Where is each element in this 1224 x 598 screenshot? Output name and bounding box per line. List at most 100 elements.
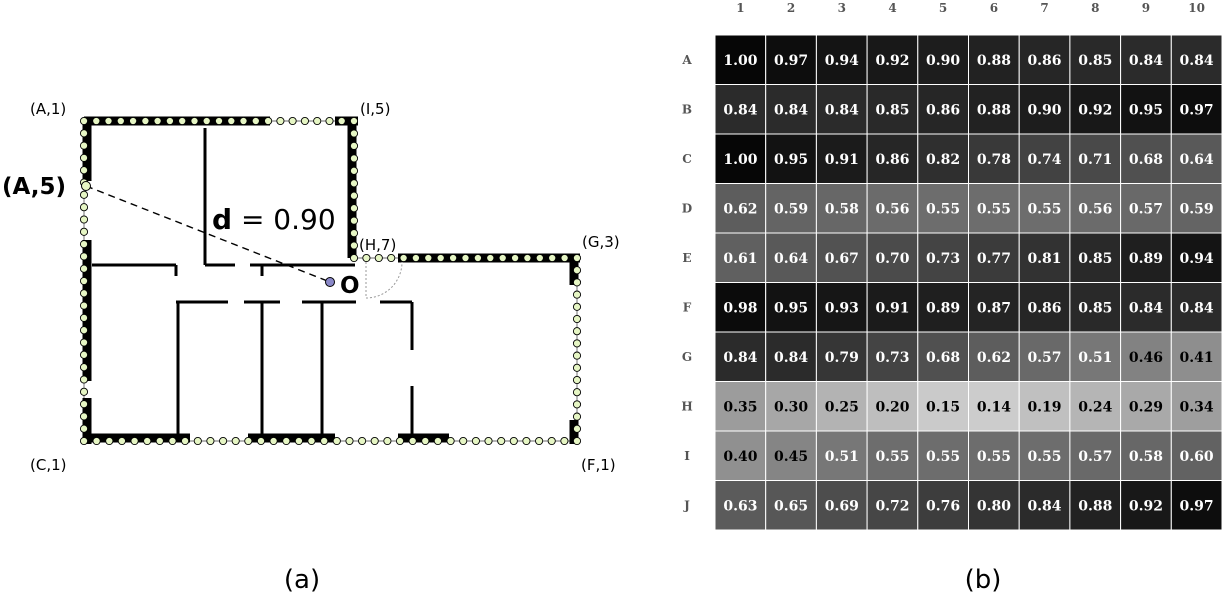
column-header: 10 — [1188, 1, 1205, 15]
measurement-dot — [300, 116, 309, 126]
heatmap-cell-value: 0.92 — [1129, 498, 1163, 514]
heatmap-cell — [1120, 331, 1172, 382]
heatmap-cell — [866, 430, 919, 481]
heatmap-cell-value: 0.51 — [825, 449, 859, 465]
measurement-dot — [459, 436, 468, 446]
heatmap-cell — [765, 381, 817, 432]
measurement-dot — [79, 252, 89, 261]
measurement-dot — [572, 339, 582, 348]
heatmap-cell — [765, 133, 817, 184]
heatmap-cell — [917, 84, 969, 135]
row-header: C — [682, 152, 692, 166]
heatmap-cell — [1018, 430, 1071, 481]
heatmap-cell-value: 0.64 — [1180, 152, 1214, 168]
heatmap-cell — [1170, 331, 1223, 382]
measurement-dot — [239, 116, 248, 126]
measurement-dot — [572, 253, 582, 263]
measurement-dot — [313, 116, 322, 126]
reference-point — [81, 181, 91, 191]
heatmap-cell — [815, 183, 868, 234]
heatmap-cell-value: 0.55 — [977, 201, 1011, 217]
heatmap-cell-value: 0.78 — [977, 152, 1011, 168]
measurement-dot — [264, 116, 273, 126]
heatmap-cell-value: 0.84 — [774, 102, 808, 118]
heatmap-cell-value: 0.97 — [1180, 498, 1214, 514]
measurement-dot — [497, 436, 506, 446]
measurement-dot — [471, 436, 480, 446]
heatmap-cell — [815, 232, 868, 283]
measurement-dot — [276, 116, 285, 126]
measurement-dot — [387, 253, 396, 263]
column-header: 5 — [939, 1, 947, 15]
heatmap-cell-value: 0.72 — [875, 498, 909, 514]
heatmap-cell-value: 0.64 — [774, 251, 808, 267]
row-header: D — [682, 201, 692, 215]
measurement-dot — [535, 436, 544, 446]
interior-walls — [92, 128, 414, 434]
heatmap-cell-value: 0.84 — [1180, 53, 1214, 69]
heatmap-cell-value: 0.79 — [825, 350, 859, 366]
heatmap-cell-value: 0.58 — [825, 201, 859, 217]
heatmap-cell-value: 0.77 — [977, 251, 1011, 267]
heatmap-cell — [1069, 381, 1122, 432]
measurement-dot — [572, 436, 582, 446]
heatmap-cell — [815, 34, 868, 85]
heatmap-cell — [1018, 183, 1071, 234]
measurement-dot — [92, 116, 101, 126]
heatmap-cell-value: 0.91 — [875, 300, 909, 316]
measurement-dot — [572, 375, 582, 385]
heatmap-cell — [714, 34, 767, 85]
heatmap-cell-value: 0.84 — [723, 102, 757, 118]
distance-label: d = 0.90 — [212, 203, 336, 236]
measurement-dot — [79, 240, 89, 249]
heatmap-cell-value: 0.76 — [926, 498, 960, 514]
heatmap-cell-value: 0.86 — [875, 152, 909, 168]
measurement-dot — [374, 253, 383, 263]
measurement-dot — [178, 116, 187, 126]
heatmap-cell-value: 0.70 — [875, 251, 909, 267]
heatmap-cell-value: 0.46 — [1129, 350, 1163, 366]
column-header: 9 — [1142, 1, 1150, 15]
measurement-dot — [572, 302, 582, 311]
heatmap-cell-value: 0.84 — [1129, 300, 1163, 316]
heatmap-cell-value: 0.62 — [977, 350, 1011, 366]
heatmap-cell-value: 0.87 — [977, 300, 1011, 316]
measurement-dot — [498, 253, 507, 263]
heatmap-cell-value: 0.95 — [774, 152, 808, 168]
heatmap-cell-value: 0.95 — [1129, 102, 1163, 118]
heatmap-cell-value: 0.88 — [977, 53, 1011, 69]
heatmap-cell — [1170, 84, 1223, 135]
measurement-dot — [79, 276, 89, 286]
measurement-dot — [320, 436, 329, 446]
measurement-dot — [117, 436, 126, 446]
heatmap-cell — [1069, 430, 1122, 481]
heatmap-cell — [815, 282, 868, 333]
measurement-dot — [522, 436, 531, 446]
heatmap-cell — [714, 381, 767, 432]
heatmap-cell — [1170, 232, 1223, 283]
heatmap-cell-value: 0.62 — [723, 201, 757, 217]
measurement-dot — [79, 153, 89, 162]
label-c1: (C,1) — [30, 456, 67, 474]
heatmap-cell-value: 0.45 — [774, 449, 808, 465]
measurement-dot — [572, 400, 582, 409]
heatmap-cell — [1120, 381, 1172, 432]
heatmap-cell — [714, 232, 767, 283]
measurement-dot — [572, 412, 582, 421]
measurement-dot — [349, 154, 359, 163]
heatmap-cell — [714, 430, 767, 481]
measurement-dot — [79, 203, 89, 212]
heatmap-cell — [1170, 34, 1223, 85]
measurement-dot — [79, 116, 89, 126]
heatmap-cell — [1170, 282, 1223, 333]
measurement-dot — [79, 338, 89, 347]
measurement-dot — [349, 204, 359, 213]
measurement-dot — [256, 436, 266, 446]
measurement-dot — [349, 216, 359, 225]
measurement-dot — [206, 436, 215, 446]
heatmap-cell-value: 0.84 — [723, 350, 757, 366]
heatmap-cell — [968, 381, 1020, 432]
measurement-dot — [79, 301, 89, 310]
heatmap-cell-value: 0.14 — [977, 399, 1011, 415]
measurement-dot — [165, 116, 174, 126]
